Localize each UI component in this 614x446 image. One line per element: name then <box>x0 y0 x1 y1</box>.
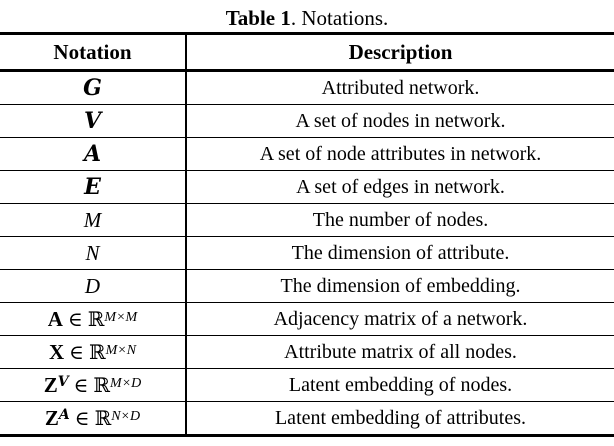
notation-cell: N <box>0 236 187 270</box>
description-cell: A set of node attributes in network. <box>186 137 614 171</box>
table-row: M The number of nodes. <box>0 203 614 237</box>
table-row: D The dimension of embedding. <box>0 269 614 303</box>
description-cell: A set of edges in network. <box>186 170 614 204</box>
description-cell: Attribute matrix of all nodes. <box>186 335 614 369</box>
description-cell: The dimension of embedding. <box>186 269 614 303</box>
table-row: N The dimension of attribute. <box>0 236 614 270</box>
notation-segment: A <box>83 141 102 167</box>
notation-segment: M×D <box>110 375 142 391</box>
header-row: Notation Description <box>0 33 614 72</box>
notation-segment: X <box>48 339 65 364</box>
table-row: V A set of nodes in network. <box>0 104 614 138</box>
notation-cell: M <box>0 203 187 237</box>
table-row: E A set of edges in network. <box>0 170 614 204</box>
notation-segment: ∈ <box>62 308 88 331</box>
header-description: Description <box>186 33 614 72</box>
description-cell: Latent embedding of nodes. <box>186 368 614 402</box>
notation-cell: A ∈ ℝM×M <box>0 302 187 336</box>
notation-segment: E <box>84 174 101 200</box>
description-cell: A set of nodes in network. <box>186 104 614 138</box>
notation-segment: M <box>83 207 102 232</box>
notation-segment: Z <box>43 372 58 397</box>
notation-segment: M×M <box>104 309 138 325</box>
notation-segment: ∈ <box>69 407 95 430</box>
description-cell: Attributed network. <box>186 70 614 105</box>
notation-segment: V <box>83 108 102 134</box>
notation-segment: M×N <box>105 342 137 358</box>
description-cell: Latent embedding of attributes. <box>186 401 614 436</box>
notation-segment: ℝ <box>94 405 112 430</box>
table-row: G Attributed network. <box>0 70 614 105</box>
notation-segment: ℝ <box>93 372 111 397</box>
table-caption-label: Table 1 <box>225 6 291 30</box>
notation-segment: A <box>58 406 70 423</box>
notation-cell: ZV ∈ ℝM×D <box>0 368 187 402</box>
description-cell: The dimension of attribute. <box>186 236 614 270</box>
notation-cell: V <box>0 104 187 138</box>
notations-table: Notation Description G Attributed network… <box>0 32 614 437</box>
notation-segment: ∈ <box>64 341 89 364</box>
notation-segment: D <box>84 273 101 298</box>
notation-cell: E <box>0 170 187 204</box>
notation-segment: N <box>85 240 100 265</box>
notation-segment: A <box>47 306 63 331</box>
notation-segment: V <box>57 373 69 390</box>
notation-segment: N×D <box>111 408 141 424</box>
table-caption-text: . Notations. <box>290 6 389 30</box>
notation-cell: D <box>0 269 187 303</box>
notation-cell: A <box>0 137 187 171</box>
table-caption: Table 1. Notations. <box>0 0 614 32</box>
description-cell: The number of nodes. <box>186 203 614 237</box>
header-notation: Notation <box>0 33 187 72</box>
notation-cell: G <box>0 70 187 105</box>
notation-cell: ZA ∈ ℝN×D <box>0 401 187 436</box>
notation-segment: Z <box>44 405 59 430</box>
table-row: A A set of node attributes in network. <box>0 137 614 171</box>
notation-cell: X ∈ ℝM×N <box>0 335 187 369</box>
table-body: G Attributed network. V A set of nodes in n… <box>0 70 614 436</box>
notation-segment: ℝ <box>87 306 105 331</box>
notation-segment: ℝ <box>88 339 106 364</box>
notation-segment: G <box>83 75 102 101</box>
notation-segment: ∈ <box>68 374 94 397</box>
description-cell: Adjacency matrix of a network. <box>186 302 614 336</box>
